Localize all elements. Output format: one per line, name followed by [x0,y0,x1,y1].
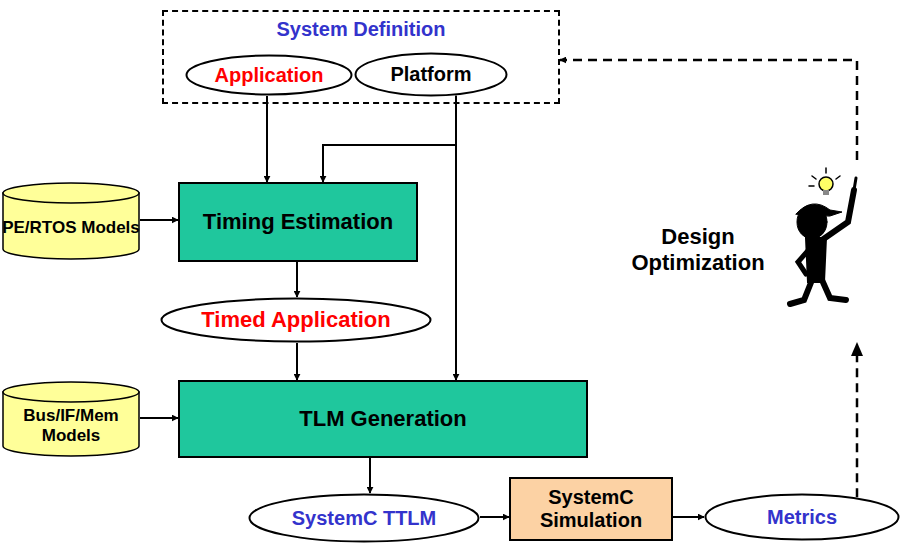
flow-arrow [673,516,704,518]
data-ellipse: SystemC TTLM [248,493,480,543]
flow-arrow [455,96,457,380]
node-label: Bus/IF/Mem Models [2,406,140,445]
node-label: Application [215,64,324,87]
flow-arrow [369,458,371,493]
annotation-label: Design Optimization [612,224,784,277]
node-label: SystemC Simulation [511,486,671,532]
node-label: PE/RTOS Models [2,218,140,238]
platform-ellipse: Platform [354,52,508,97]
process-box: Timing Estimation [178,182,418,262]
data-ellipse: Timed Application [160,297,432,343]
feedback-arrow [560,60,857,497]
node-label: Metrics [767,506,837,529]
feedback-arrowhead [851,342,863,356]
data-ellipse: Metrics [704,493,900,541]
application-ellipse: Application [185,54,353,96]
flow-arrow [266,96,268,182]
simulation-box: SystemC Simulation [509,477,673,541]
node-label: SystemC TTLM [292,507,436,530]
thinking-person [790,168,856,304]
model-library: PE/RTOS Models [2,182,140,260]
node-label: System Definition [277,18,446,41]
node-label: Timed Application [201,307,390,332]
node-label: Timing Estimation [203,209,393,234]
process-box: TLM Generation [178,380,588,458]
flow-arrow [140,417,178,419]
flow-arrow [480,516,509,518]
flow-arrow [323,96,456,182]
node-label: TLM Generation [299,406,466,431]
flow-arrow [296,343,298,380]
system-definition-group: Application Platform System Definition [162,10,560,104]
flow-arrow [296,262,298,297]
model-library: Bus/IF/Mem Models [2,381,140,457]
flow-arrow [140,219,178,221]
node-label: Platform [390,63,471,86]
